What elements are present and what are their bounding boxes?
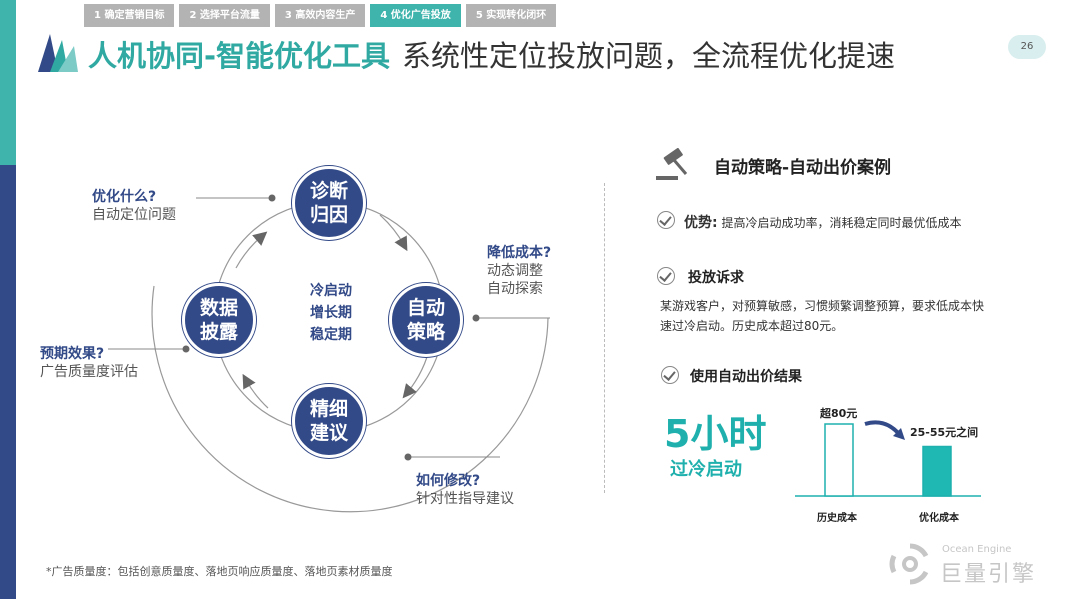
label-expected-effect: 预期效果? 广告质量度评估: [40, 346, 138, 380]
arrow-top-left: [235, 231, 268, 269]
bar-value-label: 超80元: [820, 407, 858, 420]
result-heading: 使用自动出价结果: [690, 369, 802, 385]
label-optimize-what: 优化什么? 自动定位问题: [92, 189, 176, 223]
book-logo-icon: [38, 34, 78, 72]
gavel-icon: [656, 148, 688, 180]
result-hours: 5小时: [664, 412, 767, 456]
arrow-bottom-left: [242, 373, 269, 409]
tab-step-5[interactable]: 5 实现转化闭环: [465, 4, 557, 27]
label-how-modify: 如何修改? 针对性指导建议: [416, 473, 514, 507]
node-fine-advice: 精细建议: [292, 384, 366, 458]
ocean-engine-logo-icon: [889, 543, 929, 585]
arrow-top-right: [379, 214, 408, 252]
check-icon: [661, 366, 679, 384]
demand-text: 某游戏客户，对预算敏感，习惯频繁调整预算，要求低成本快速过冷启动。历史成本超过8…: [660, 299, 985, 333]
bar-category-label: 历史成本: [817, 513, 857, 524]
tab-step-3[interactable]: 3 高效内容生产: [274, 4, 366, 27]
node-data-disclosure: 数据披露: [182, 283, 256, 357]
page-title: 人机协同-智能优化工具系统性定位投放问题，全流程优化提速: [88, 36, 895, 76]
title-highlight: 人机协同-智能优化工具: [88, 39, 391, 73]
brand-chinese: 巨量引擎: [940, 562, 1037, 587]
title-rest: 系统性定位投放问题，全流程优化提速: [402, 39, 896, 73]
node-diagnose: 诊断归因: [292, 166, 366, 240]
tab-step-1[interactable]: 1 确定营销目标: [84, 4, 175, 27]
bar-1: [922, 445, 952, 497]
label-reduce-cost: 降低成本? 动态调整 自动探索: [487, 245, 552, 297]
step-tabs: 1 确定营销目标 2 选择平台流量 3 高效内容生产 4 优化广告投放 5 实现…: [84, 4, 557, 27]
footnote: *广告质量度：包括创意质量度、落地页响应质量度、落地页素材质量度: [46, 565, 393, 578]
trend-arrow: [864, 420, 901, 436]
left-accent-bar-navy: [0, 165, 16, 599]
left-accent-bar-teal: [0, 0, 16, 165]
arrow-bottom-right: [402, 356, 428, 399]
advantage-row: 优势: 提高冷启动成功率，消耗稳定同时最优低成本: [684, 215, 962, 231]
case-title: 自动策略-自动出价案例: [714, 158, 892, 178]
brand-english: Ocean Engine: [942, 544, 1012, 555]
bar-category-label: 优化成本: [919, 513, 959, 524]
tab-step-2[interactable]: 2 选择平台流量: [179, 4, 270, 27]
result-subtitle: 过冷启动: [670, 459, 742, 480]
tab-step-4[interactable]: 4 优化广告投放: [370, 4, 461, 27]
trend-arrow-head: [893, 428, 905, 440]
lifecycle-stages: 冷启动 增长期 稳定期: [310, 283, 352, 343]
page-number: 26: [1008, 35, 1046, 59]
check-icon: [657, 267, 675, 285]
bar-0: [824, 423, 854, 497]
vertical-divider: [604, 183, 605, 493]
node-auto-strategy: 自动策略: [389, 283, 463, 357]
demand-heading: 投放诉求: [688, 270, 744, 286]
cost-bar-chart: [795, 420, 981, 497]
bar-value-label: 25-55元之间: [910, 426, 979, 439]
check-icon: [657, 211, 675, 229]
outer-arc: [151, 285, 549, 513]
